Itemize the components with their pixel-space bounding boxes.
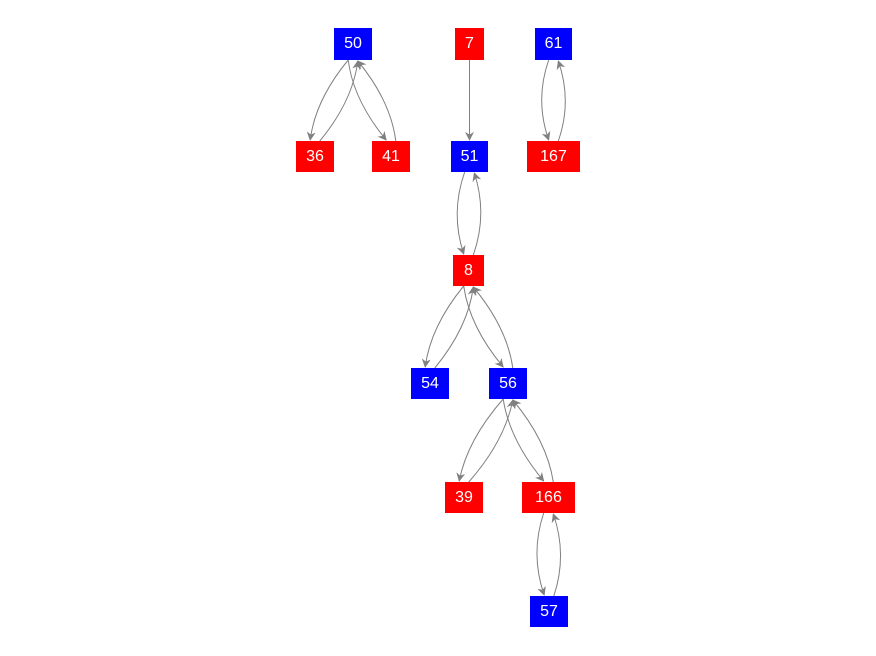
edge-8-to-54 [421,285,465,368]
node-61[interactable]: 61 [535,28,572,60]
edge-56-to-8 [472,286,514,369]
edge-166-to-57 [536,512,546,596]
edge-54-to-8 [434,286,477,369]
node-7[interactable]: 7 [455,28,484,60]
edge-8-to-51 [472,172,482,256]
edge-166-to-56 [512,399,554,483]
node-39[interactable]: 39 [445,482,483,513]
edge-39-to-56 [468,399,516,483]
node-167[interactable]: 167 [527,141,580,172]
node-166[interactable]: 166 [522,482,575,513]
node-56[interactable]: 56 [489,368,527,399]
edge-56-to-166 [502,398,545,482]
node-41[interactable]: 41 [372,141,410,172]
node-8[interactable]: 8 [453,255,484,286]
edge-36-to-50 [319,60,362,142]
node-36[interactable]: 36 [296,141,334,172]
node-54[interactable]: 54 [411,368,449,399]
edge-57-to-166 [551,513,562,597]
edge-56-to-39 [456,398,504,482]
edge-50-to-41 [347,59,387,141]
edge-41-to-50 [357,60,397,142]
edge-8-to-56 [463,285,504,368]
node-50[interactable]: 50 [334,28,372,60]
edge-51-to-8 [456,171,466,255]
edge-61-to-167 [541,59,551,141]
edge-50-to-36 [306,59,349,141]
node-51[interactable]: 51 [451,141,488,172]
node-57[interactable]: 57 [530,596,568,627]
edge-167-to-61 [556,60,566,142]
